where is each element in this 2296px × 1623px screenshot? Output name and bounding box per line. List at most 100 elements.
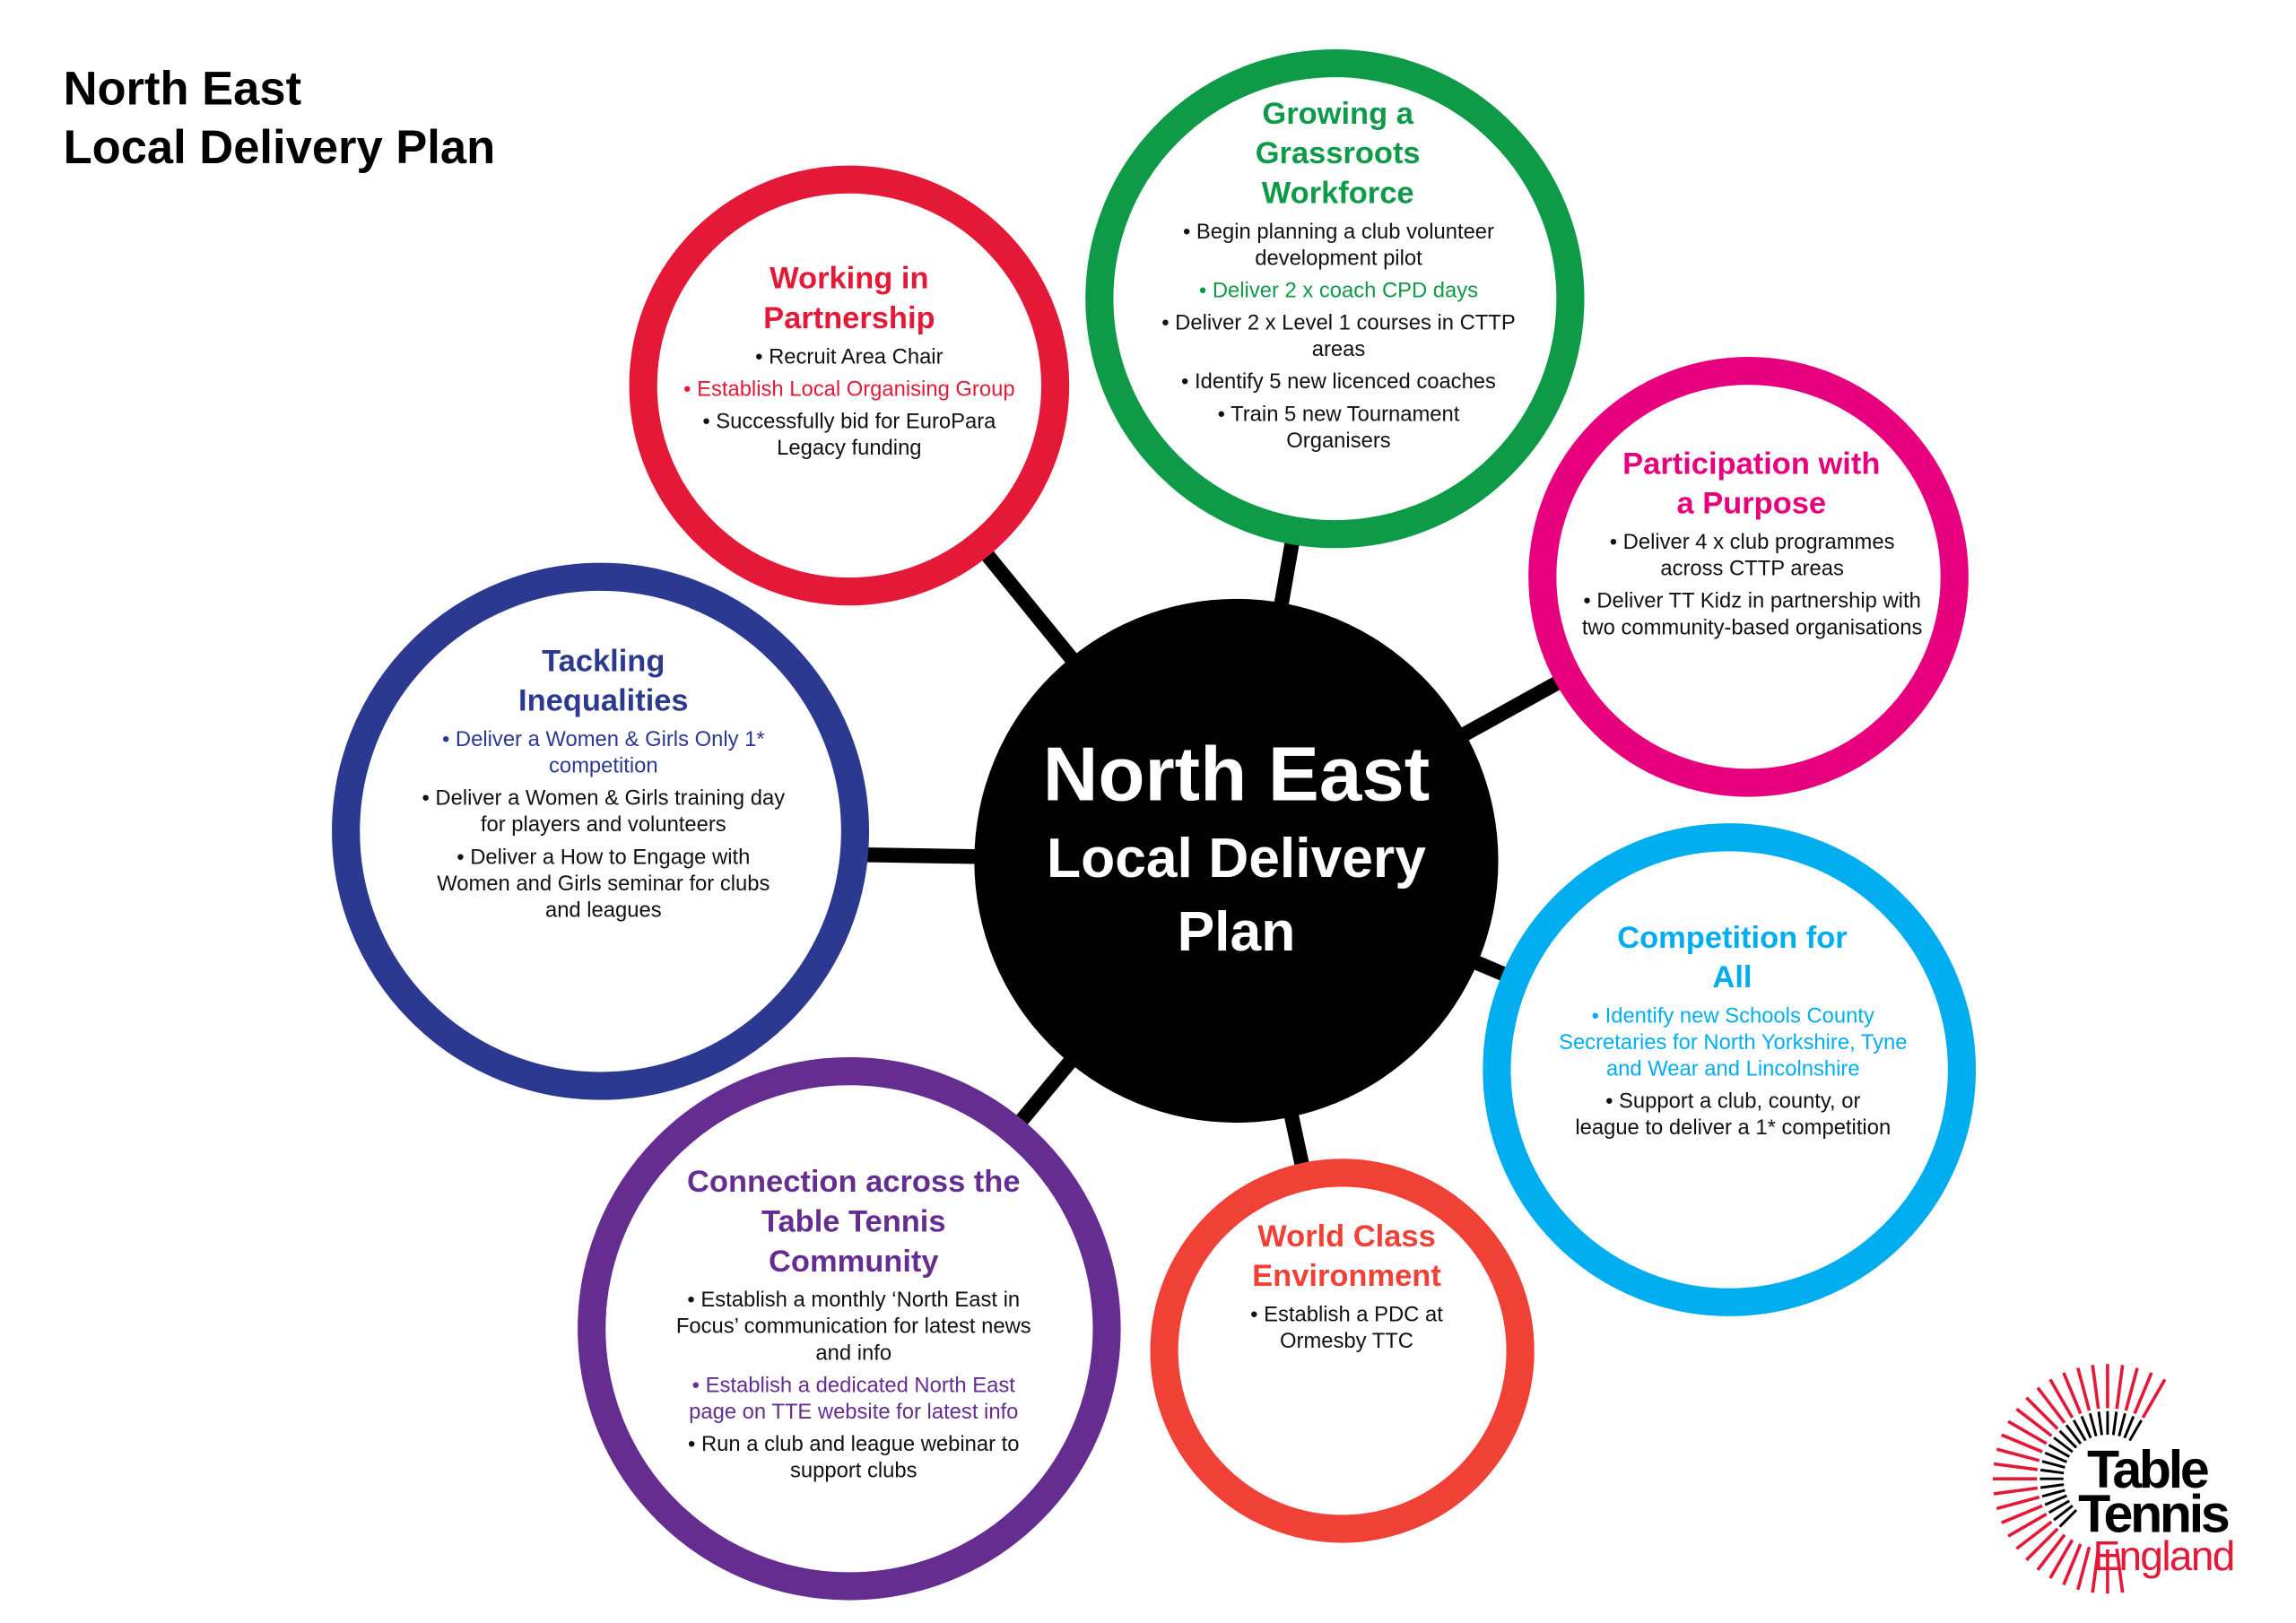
circle-competition: [1483, 823, 1977, 1316]
logo-ray: [2091, 1365, 2100, 1410]
circle-partnership: [629, 165, 1070, 606]
center-circle: [974, 598, 1499, 1124]
logo-ray: [2076, 1367, 2092, 1411]
logo-ray: [2141, 1378, 2167, 1419]
logo-ray: [2044, 1494, 2067, 1506]
logo-ray: [1996, 1495, 2040, 1511]
center-title: North East Local Delivery Plan: [974, 728, 1498, 969]
logo-ray: [2015, 1407, 2053, 1437]
title-line-1: North East: [63, 61, 302, 115]
logo-line-2: Tennis: [2078, 1483, 2231, 1544]
logo-ray: [2015, 1520, 2053, 1550]
logo-ray: [2133, 1372, 2153, 1415]
heading-world-class: World Class Environment: [1252, 1219, 1441, 1294]
circle-grassroots: [1085, 48, 1585, 549]
title-line-2: Local Delivery Plan: [63, 120, 496, 174]
item: • Deliver TT Kidz in partnership with tw…: [1581, 590, 1923, 640]
item: • Begin planning a club volunteer develo…: [1182, 221, 1494, 271]
block-grassroots: Growing a Grassroots Workforce • Begin p…: [1144, 94, 1534, 461]
logo-ray: [2123, 1415, 2135, 1439]
logo-line-3: England: [2092, 1532, 2236, 1579]
item: • Support a club, county, or league to d…: [1575, 1089, 1892, 1141]
logo-ray: [2053, 1505, 2074, 1522]
logo-ray: [2088, 1412, 2098, 1437]
block-competition: Competition for All • Identify new Schoo…: [1552, 918, 1913, 1148]
logo-ray: [2058, 1429, 2078, 1449]
logo-ray: [1993, 1486, 2039, 1496]
circle-world-class: [1150, 1159, 1535, 1543]
item: • Recruit Area Chair: [755, 345, 944, 369]
item: • Deliver a How to Engage with Women and…: [437, 846, 770, 923]
logo-ray: [2072, 1419, 2087, 1442]
logo-ray: [2044, 1451, 2067, 1463]
heading-participation: Participation with a Purpose: [1622, 447, 1881, 521]
logo-ray: [2124, 1367, 2139, 1411]
logo-ray: [2000, 1504, 2043, 1524]
logo-ray: [2062, 1372, 2083, 1415]
item: • Successfully bid for EuroPara Legacy f…: [702, 410, 996, 461]
item: • Deliver 4 x club programmes across CTT…: [1609, 531, 1895, 582]
circle-participation: [1528, 356, 1969, 797]
heading-connection: Connection across the Table Tennis Commu…: [687, 1165, 1021, 1280]
center-line-1: North East: [1042, 733, 1431, 819]
logo-ray: [2128, 1419, 2143, 1442]
logo-ray: [2036, 1386, 2066, 1424]
logo-ray: [1996, 1447, 2040, 1462]
logo-ray: [2039, 1483, 2065, 1489]
logo-ray: [2076, 1546, 2092, 1591]
logo-ray: [2080, 1415, 2092, 1439]
circle-connection: [578, 1057, 1121, 1601]
block-connection: Connection across the Table Tennis Commu…: [670, 1162, 1038, 1490]
logo-ray: [2036, 1533, 2066, 1571]
item: • Establish a PDC at Ormesby TTC: [1250, 1303, 1443, 1354]
logo-ray: [2048, 1444, 2071, 1458]
logo-ray: [2048, 1499, 2071, 1515]
heading-partnership: Working in Partnership: [763, 262, 935, 336]
logo-ray: [1993, 1462, 2039, 1471]
item: • Run a club and league webinar to suppo…: [688, 1433, 1020, 1484]
heading-competition: Competition for All: [1617, 921, 1848, 995]
logo-ray: [2118, 1412, 2126, 1437]
logo-ray: [2053, 1436, 2074, 1454]
logo-ray: [2048, 1378, 2074, 1419]
logo-ray: [2025, 1527, 2059, 1561]
item: • Deliver 2 x coach CPD days: [1198, 279, 1479, 304]
logo-ray: [2091, 1549, 2100, 1593]
center-line-2: Local Delivery: [1047, 828, 1426, 890]
logo-ray: [2115, 1365, 2125, 1410]
item: • Train 5 new Tournament Organisers: [1217, 403, 1460, 454]
logo-ray: [2025, 1396, 2059, 1430]
item: • Deliver 2 x Level 1 courses in CTTP ar…: [1161, 311, 1516, 362]
item: • Deliver a Women & Girls training day f…: [422, 786, 786, 838]
block-partnership: Working in Partnership • Recruit Area Ch…: [680, 259, 1018, 468]
logo-ray: [2039, 1468, 2065, 1475]
block-participation: Participation with a Purpose • Deliver 4…: [1564, 445, 1939, 647]
logo-ray: [2115, 1549, 2125, 1593]
block-world-class: World Class Environment • Establish a PD…: [1214, 1217, 1479, 1361]
heading-inequalities: Tackling Inequalities: [518, 644, 689, 718]
item: • Deliver a Women & Girls Only 1* compet…: [441, 728, 765, 779]
logo-ray: [2097, 1411, 2103, 1436]
heading-grassroots: Growing a Grassroots Workforce: [1255, 97, 1421, 211]
logo-ray: [2062, 1543, 2083, 1586]
item: • Establish a monthly ‘North East in Foc…: [675, 1289, 1031, 1366]
logo-ray: [2058, 1508, 2078, 1528]
page-title: North East Local Delivery Plan: [64, 59, 496, 177]
item: • Establish a dedicated North East page …: [689, 1374, 1019, 1425]
item: • Identify 5 new licenced coaches: [1181, 370, 1496, 395]
logo-ray: [2111, 1411, 2118, 1436]
center-line-3: Plan: [1177, 901, 1296, 964]
item: • Establish Local Organising Group: [683, 378, 1015, 402]
logo-line-1: Table: [2086, 1438, 2210, 1500]
logo-ray: [2041, 1460, 2066, 1469]
circle-inequalities: [332, 562, 870, 1100]
logo-ray: [2048, 1539, 2074, 1579]
logo-ray: [2065, 1424, 2083, 1445]
logo-ray: [2007, 1513, 2048, 1538]
logo-ray: [2007, 1419, 2048, 1445]
logo-rays-icon: [1992, 1364, 2167, 1594]
logo-ray: [2000, 1433, 2043, 1454]
item: • Identify new Schools County Secretarie…: [1559, 1004, 1908, 1082]
